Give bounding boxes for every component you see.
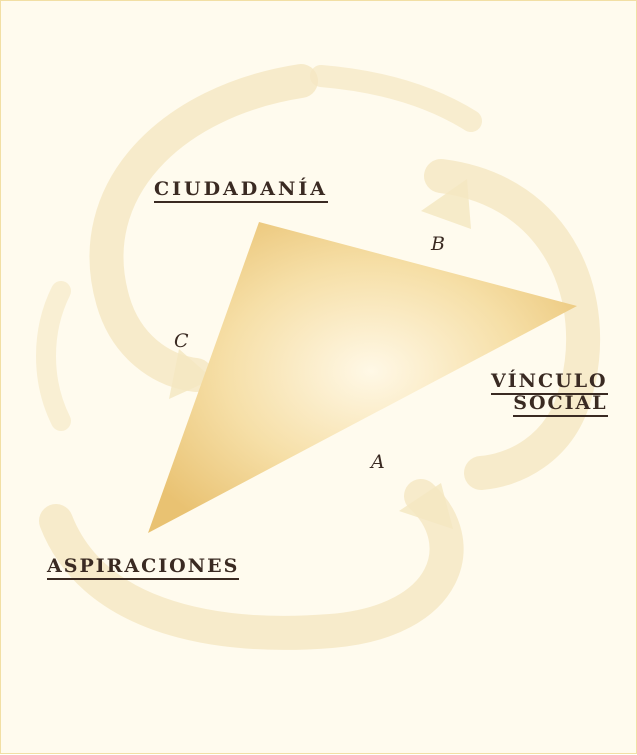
vertex-label-vinculo-line1: VÍNCULO — [491, 370, 608, 395]
background-arrowheads — [169, 179, 471, 529]
side-label-a: A — [371, 451, 385, 473]
vertex-label-ciudadania: CIUDADANÍA — [154, 178, 329, 203]
vertex-label-aspiraciones-text: ASPIRACIONES — [47, 555, 240, 580]
cycle-arrow-tail-top — [310, 65, 482, 132]
cycle-arrow-bottom — [39, 479, 464, 650]
vertex-label-aspiraciones: ASPIRACIONES — [47, 555, 240, 580]
arrowhead-bottom — [399, 483, 453, 529]
triangle — [148, 222, 577, 533]
arrowhead-left — [169, 349, 213, 399]
background-cycle-arrows — [36, 64, 601, 650]
social-text: SOCIAL — [513, 392, 608, 417]
arrowhead-top — [421, 179, 471, 229]
vertex-label-vinculo-line2: SOCIAL — [491, 392, 608, 417]
vertex-label-vinculo-social: VÍNCULO SOCIAL — [491, 370, 608, 417]
vertex-label-ciudadania-text: CIUDADANÍA — [154, 178, 329, 203]
side-label-c: C — [174, 330, 189, 352]
vinculo-text: VÍNCULO — [491, 370, 608, 395]
cycle-arrow-right — [424, 159, 601, 490]
cycle-arrow-left — [89, 64, 318, 392]
cycle-arrow-tail-left — [36, 281, 71, 431]
side-label-b: B — [431, 233, 445, 255]
